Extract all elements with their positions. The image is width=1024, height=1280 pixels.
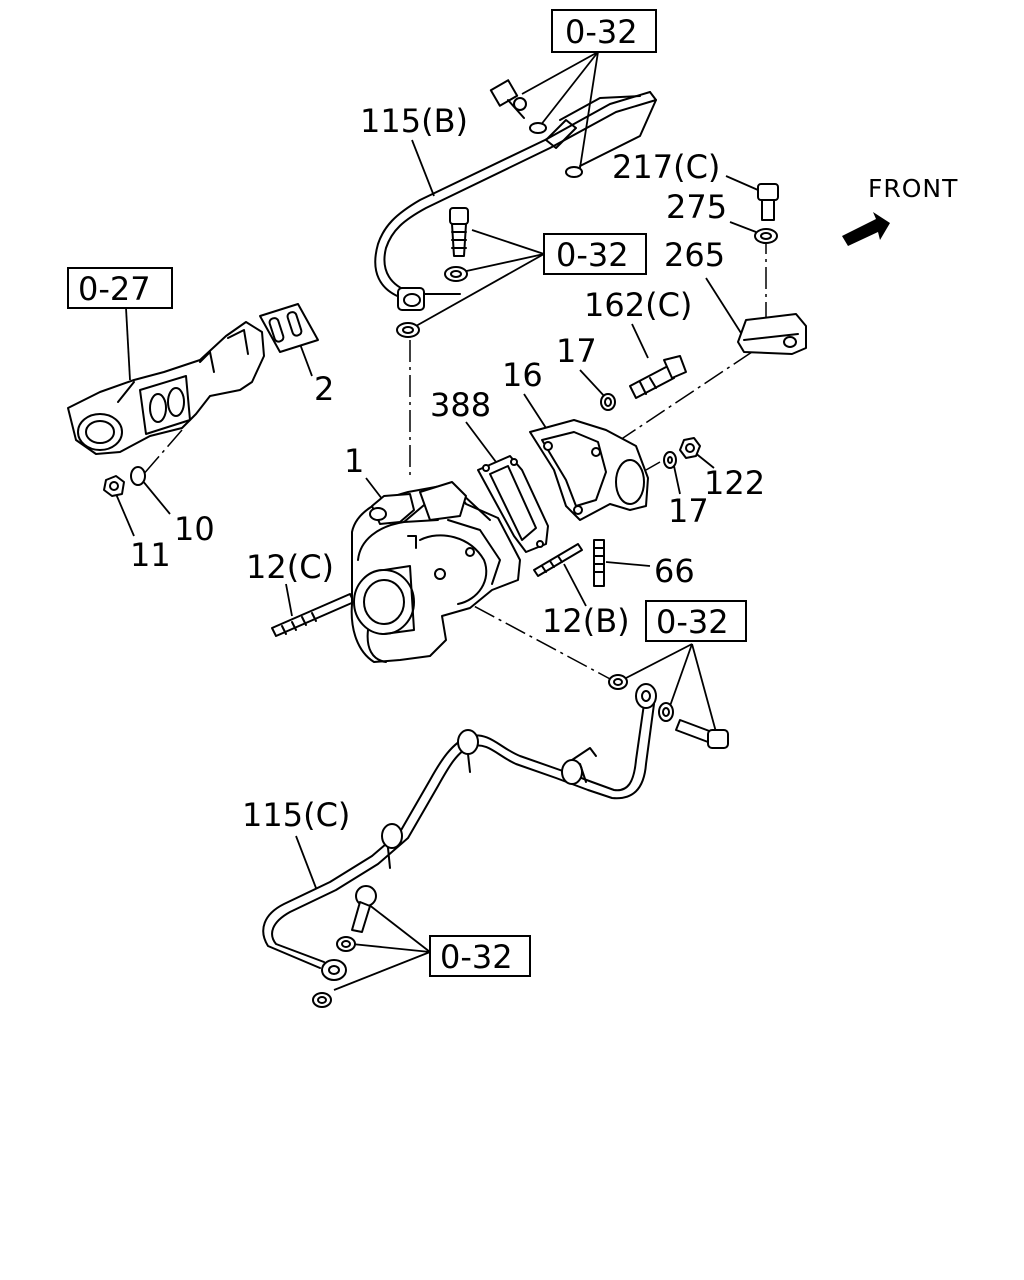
- oil-pipe-115c[interactable]: [262, 683, 657, 981]
- ref-label: 0-32: [656, 603, 729, 641]
- gasket-2[interactable]: [259, 303, 319, 353]
- stud-12b[interactable]: [533, 543, 583, 577]
- washer-17-lower[interactable]: [663, 451, 677, 469]
- pipe-clamp-left[interactable]: [381, 823, 403, 869]
- callout-275: 275: [666, 188, 727, 226]
- ref-label: 0-32: [565, 13, 638, 51]
- ref-label: 0-27: [78, 270, 151, 308]
- callout-162c: 162(C): [584, 286, 692, 324]
- washer-top-2[interactable]: [565, 166, 583, 178]
- callout-10: 10: [174, 510, 215, 548]
- washer-top-1[interactable]: [529, 122, 547, 134]
- pipe-clamp-right[interactable]: [561, 747, 597, 785]
- bolt-217c[interactable]: [757, 183, 779, 221]
- front-indicator: FRONT: [842, 174, 958, 246]
- front-label: FRONT: [868, 174, 958, 203]
- callout-388: 388: [430, 386, 491, 424]
- washer-17-upper[interactable]: [600, 393, 616, 411]
- callout-12b: 12(B): [542, 602, 630, 640]
- banjo-bolt-bottom[interactable]: [351, 885, 377, 933]
- callout-2: 2: [314, 370, 334, 408]
- washer-275[interactable]: [754, 228, 778, 244]
- pipe-clamp-middle[interactable]: [457, 729, 479, 773]
- washer-10[interactable]: [130, 466, 146, 486]
- ref-box-upper-middle[interactable]: 0-32: [543, 233, 647, 275]
- assembly-lines: [141, 232, 767, 681]
- callout-12c: 12(C): [246, 548, 334, 586]
- washer-pipe-b[interactable]: [396, 322, 420, 338]
- banjo-fitting-top[interactable]: [545, 119, 577, 149]
- nut-11[interactable]: [103, 475, 125, 497]
- ref-box-left[interactable]: 0-27: [67, 267, 173, 309]
- gasket-388[interactable]: [477, 455, 549, 553]
- callout-115c: 115(C): [242, 796, 350, 834]
- callout-11: 11: [130, 536, 171, 574]
- elbow-16[interactable]: [529, 419, 649, 521]
- callout-122: 122: [704, 464, 765, 502]
- oil-pipe-115b[interactable]: [374, 91, 657, 311]
- nut-122[interactable]: [679, 437, 701, 459]
- washer-bottom-1[interactable]: [336, 936, 356, 952]
- callout-17-upper: 17: [556, 332, 597, 370]
- ref-box-right[interactable]: 0-32: [645, 600, 747, 642]
- callout-66: 66: [654, 552, 695, 590]
- bracket-265[interactable]: [737, 313, 807, 355]
- exhaust-manifold[interactable]: [67, 321, 265, 455]
- leader-lines: [115, 51, 759, 991]
- turbocharger-1[interactable]: [350, 481, 521, 663]
- washer-right-1[interactable]: [608, 674, 628, 690]
- callout-115b: 115(B): [360, 102, 468, 140]
- callout-265: 265: [664, 236, 725, 274]
- washer-bottom-2[interactable]: [312, 992, 332, 1008]
- callout-217c: 217(C): [612, 148, 720, 186]
- stud-12c[interactable]: [271, 593, 355, 637]
- washer-right-2[interactable]: [658, 702, 674, 722]
- bolt-162c[interactable]: [629, 355, 687, 399]
- ref-box-top[interactable]: 0-32: [551, 9, 657, 53]
- ref-label: 0-32: [440, 938, 513, 976]
- ref-box-bottom[interactable]: 0-32: [429, 935, 531, 977]
- washer-middle[interactable]: [444, 266, 468, 282]
- banjo-bolt-right[interactable]: [675, 719, 729, 749]
- banjo-bolt-middle[interactable]: [449, 207, 469, 257]
- callout-17-lower: 17: [668, 492, 709, 530]
- ref-label: 0-32: [556, 236, 629, 274]
- callout-1: 1: [344, 442, 364, 480]
- front-arrow-icon: [842, 212, 890, 246]
- stud-66[interactable]: [593, 539, 605, 587]
- banjo-bolt-top[interactable]: [489, 79, 527, 119]
- callout-16: 16: [502, 356, 543, 394]
